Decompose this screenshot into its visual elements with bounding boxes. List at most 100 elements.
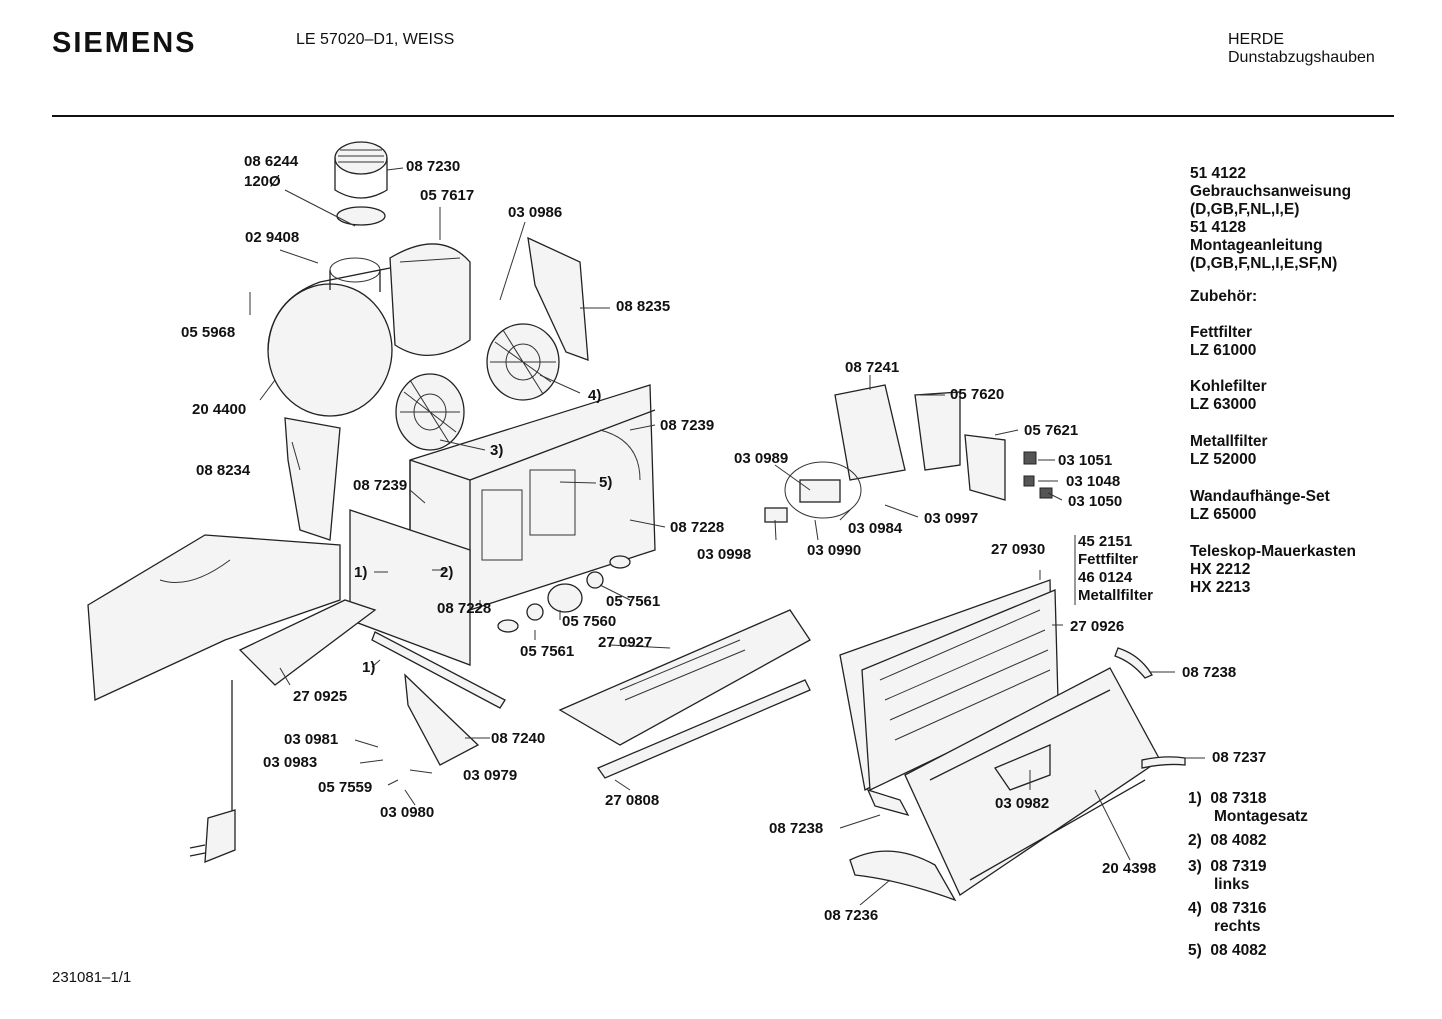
- callout-label: 45 2151: [1078, 533, 1133, 550]
- callout-label: 27 0808: [605, 792, 660, 809]
- callout-label: 27 0926: [1070, 618, 1125, 635]
- callout-label: 46 0124: [1078, 569, 1133, 586]
- accessory-item: Kohlefilter LZ 63000: [1190, 378, 1267, 414]
- callout-label: 05 7559: [318, 779, 373, 796]
- mounting-tray-part: [238, 599, 377, 686]
- power-cord-part: [189, 680, 236, 863]
- accessory-code: LZ 65000: [1190, 506, 1257, 523]
- front-cover-part: [904, 667, 1161, 896]
- side-rail-part: [87, 534, 341, 701]
- callout-label: 08 7238: [769, 820, 824, 837]
- bracket-part: [527, 236, 589, 361]
- callout-label: 08 7241: [845, 359, 900, 376]
- lamp-socket-part: [497, 555, 631, 633]
- callout-label: 08 7236: [824, 907, 879, 924]
- callout-label: 08 6244: [244, 153, 299, 170]
- callout-label: 05 7561: [520, 643, 575, 660]
- leader-lines: [249, 167, 1205, 906]
- callout-label: Metallfilter: [1078, 587, 1154, 604]
- accessory-code-alt: HX 2213: [1190, 579, 1251, 596]
- metal-filter-part: [839, 579, 1059, 792]
- callout-label: 1): [354, 564, 368, 581]
- accessory-item: Fettfilter LZ 61000: [1190, 324, 1256, 360]
- callout-label: 08 7228: [670, 519, 725, 536]
- callout-label: 27 0927: [598, 634, 653, 651]
- callout-label: 4): [588, 387, 602, 404]
- callout-label: 20 4398: [1102, 860, 1157, 877]
- accessory-code: HX 2212: [1190, 561, 1251, 578]
- legend-item: 4) 08 7316 rechts: [1188, 900, 1308, 936]
- install-guide-code: 51 4128: [1190, 219, 1247, 236]
- callout-label: 03 1050: [1068, 493, 1123, 510]
- manual-languages: (D,GB,F,NL,I,E): [1190, 201, 1300, 218]
- callout-label: 03 0982: [995, 795, 1050, 812]
- callout-label: 05 5968: [181, 324, 236, 341]
- callout-label: 03 1051: [1058, 452, 1113, 469]
- accessory-name: Teleskop-Mauerkasten: [1190, 543, 1356, 560]
- accessory-item: Wandaufhänge-Set LZ 65000: [1190, 488, 1330, 524]
- callout-label: 03 0980: [380, 804, 435, 821]
- callout-label: 08 7239: [353, 477, 408, 494]
- accessory-code: LZ 52000: [1190, 451, 1257, 468]
- legend-desc: links: [1214, 876, 1250, 893]
- trim-bottom-part: [849, 850, 957, 902]
- accessory-item: Teleskop-Mauerkasten HX 2212 HX 2213: [1190, 543, 1356, 597]
- right-fan-housing-part: [389, 243, 471, 356]
- legend-item: 1) 08 7318 Montagesatz: [1188, 790, 1308, 826]
- manual-title: Gebrauchsanweisung: [1190, 183, 1352, 200]
- document-number: 231081–1/1: [52, 969, 132, 986]
- subcategory-label: Dunstabzugshauben: [1228, 49, 1375, 66]
- callout-label: 03 1048: [1066, 473, 1121, 490]
- legend-key: 3): [1188, 858, 1202, 875]
- accessory-name: Fettfilter: [1190, 324, 1252, 341]
- callout-label: 03 0989: [734, 450, 789, 467]
- accessory-name: Metallfilter: [1190, 433, 1268, 450]
- callout-label: 08 7228: [437, 600, 492, 617]
- legend-key: 1): [1188, 790, 1202, 807]
- brand-logo: SIEMENS: [52, 27, 197, 59]
- callout-label: 08 8235: [616, 298, 671, 315]
- front-panel-part: [349, 509, 471, 666]
- callout-label: 05 7560: [562, 613, 617, 630]
- callout-label: 08 7230: [406, 158, 461, 175]
- callout-label: 1): [362, 659, 376, 676]
- legend-desc: rechts: [1214, 918, 1261, 935]
- legend-code: 08 7318: [1210, 790, 1267, 807]
- model-title: LE 57020–D1, WEISS: [296, 31, 455, 48]
- callout-label: 03 0990: [807, 542, 862, 559]
- lamp-holder-part: [404, 673, 480, 766]
- callout-label: 05 7561: [606, 593, 661, 610]
- strip-part: [371, 631, 506, 709]
- callout-label: 3): [490, 442, 504, 459]
- callout-label: 03 0983: [263, 754, 318, 771]
- header-divider: [52, 115, 1394, 117]
- control-unit-part: [834, 384, 1053, 501]
- grease-filter-part: [558, 609, 811, 779]
- legend-item: 3) 08 7319 links: [1188, 858, 1308, 894]
- callout-label: 08 7238: [1182, 664, 1237, 681]
- accessories-heading: Zubehör:: [1190, 288, 1258, 305]
- fan-wheel-right-part: [486, 323, 560, 401]
- duct-channel-part: [284, 417, 341, 541]
- callout-label: 08 7239: [660, 417, 715, 434]
- legend-desc: Montagesatz: [1214, 808, 1308, 825]
- callout-label: 08 7237: [1212, 749, 1267, 766]
- install-guide-languages: (D,GB,F,NL,I,E,SF,N): [1190, 255, 1338, 272]
- callout-label: 27 0930: [991, 541, 1046, 558]
- duct-connector-part: [334, 141, 388, 226]
- callout-label: 27 0925: [293, 688, 348, 705]
- left-fan-housing-part: [267, 257, 393, 417]
- trim-handle-part: [866, 788, 910, 817]
- callout-label: 05 7617: [420, 187, 475, 204]
- legend-list: 1) 08 7318 Montagesatz 2) 08 4082 3) 08 …: [1188, 790, 1308, 960]
- accessory-code: LZ 61000: [1190, 342, 1257, 359]
- trim-upper-part: [1114, 647, 1153, 679]
- install-guide-title: Montageanleitung: [1190, 237, 1323, 254]
- legend-code: 08 4082: [1210, 832, 1267, 849]
- callout-label: 03 0986: [508, 204, 563, 221]
- callout-label: 02 9408: [245, 229, 300, 246]
- accessory-code: LZ 63000: [1190, 396, 1257, 413]
- callout-label: 20 4400: [192, 401, 247, 418]
- callout-label: 08 7240: [491, 730, 546, 747]
